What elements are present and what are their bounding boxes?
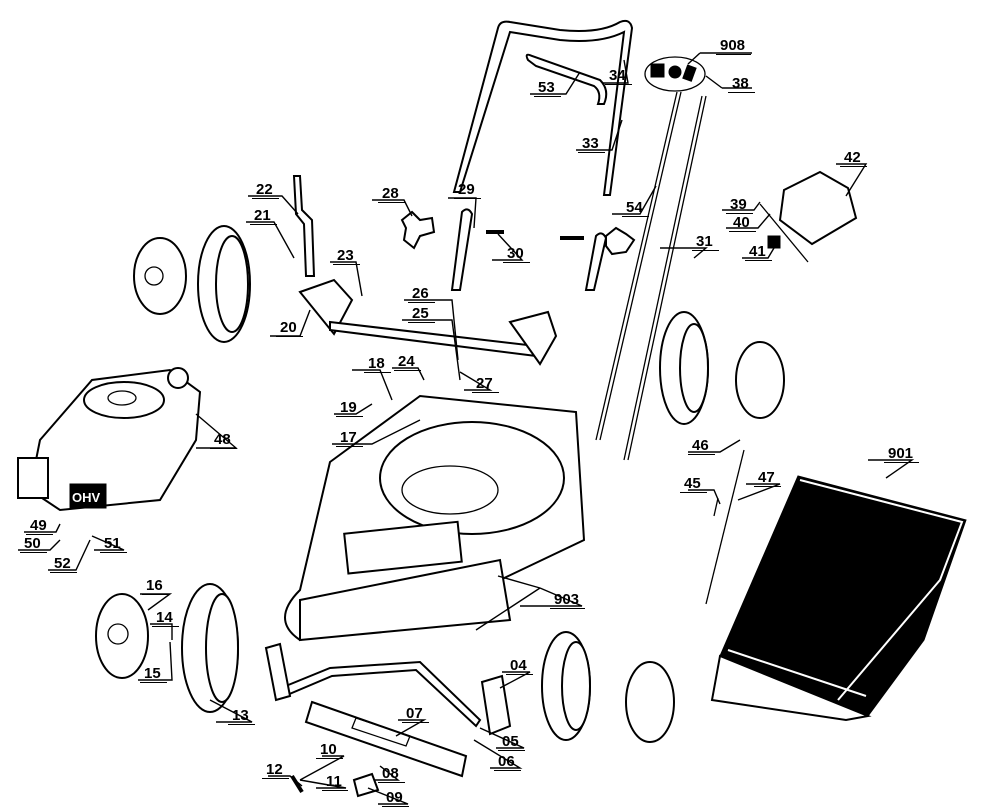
grass-catcher-901 xyxy=(710,475,967,722)
front-left-wheel-13 xyxy=(95,583,239,713)
part-label-09: 09 xyxy=(382,790,409,807)
part-label-41: 41 xyxy=(745,244,772,261)
part-label-33: 33 xyxy=(578,136,605,153)
part-label-53: 53 xyxy=(534,80,561,97)
axle-plate-04 xyxy=(480,674,512,736)
part-label-40: 40 xyxy=(729,215,756,232)
part-label-46: 46 xyxy=(688,438,715,455)
part-label-17: 17 xyxy=(336,430,363,447)
part-label-10: 10 xyxy=(316,742,343,759)
part-label-48: 48 xyxy=(210,432,237,449)
part-label-20: 20 xyxy=(276,320,303,337)
part-label-15: 15 xyxy=(140,666,167,683)
part-label-30: 30 xyxy=(503,246,530,263)
knob-28 xyxy=(400,210,436,250)
front-right-wheel xyxy=(541,631,675,743)
part-label-26: 26 xyxy=(408,286,435,303)
part-label-52: 52 xyxy=(50,556,77,573)
lower-handle-left-29 xyxy=(450,208,474,291)
part-label-28: 28 xyxy=(378,186,405,203)
part-label-05: 05 xyxy=(498,734,525,751)
control-cluster-908 xyxy=(644,56,706,92)
knob-right xyxy=(605,226,636,256)
cable-bow-53 xyxy=(525,53,608,105)
part-label-45: 45 xyxy=(680,476,707,493)
part-label-07: 07 xyxy=(402,706,429,723)
part-label-04: 04 xyxy=(506,658,533,675)
part-label-18: 18 xyxy=(364,356,391,373)
rear-right-wheel xyxy=(659,311,785,425)
part-label-16: 16 xyxy=(142,578,169,595)
cable-54 xyxy=(595,91,682,441)
part-label-51: 51 xyxy=(100,536,127,553)
part-label-14: 14 xyxy=(152,610,179,627)
part-label-08: 08 xyxy=(378,766,405,783)
part-label-27: 27 xyxy=(472,376,499,393)
engine-badge: OHV xyxy=(72,490,101,505)
axle-plate-left xyxy=(264,642,292,702)
part-label-31: 31 xyxy=(692,234,719,251)
part-label-11: 11 xyxy=(322,774,348,791)
engine-48 xyxy=(17,367,202,512)
part-label-22: 22 xyxy=(252,182,279,199)
cable-31 xyxy=(623,95,707,461)
axle-plate-20 xyxy=(298,278,354,336)
part-label-901: 901 xyxy=(884,446,920,463)
height-lever-22 xyxy=(292,175,316,277)
part-label-34: 34 xyxy=(605,68,632,85)
part-label-42: 42 xyxy=(840,150,867,167)
part-label-908: 908 xyxy=(716,38,752,55)
part-label-39: 39 xyxy=(726,197,753,214)
part-label-06: 06 xyxy=(494,754,521,771)
part-label-47: 47 xyxy=(754,470,781,487)
blade-adapter-09 xyxy=(352,772,380,798)
part-label-23: 23 xyxy=(333,248,360,265)
part-label-19: 19 xyxy=(336,400,363,417)
pin-45 xyxy=(713,497,719,517)
upper-handle xyxy=(452,19,634,196)
rear-left-wheel xyxy=(133,225,251,343)
part-label-13: 13 xyxy=(228,708,255,725)
part-label-12: 12 xyxy=(262,762,289,779)
front-axle xyxy=(274,660,482,728)
part-label-24: 24 xyxy=(394,354,421,371)
part-label-54: 54 xyxy=(622,200,649,217)
part-label-49: 49 xyxy=(26,518,53,535)
part-label-25: 25 xyxy=(408,306,435,323)
rod-47 xyxy=(705,449,745,605)
rod-40 xyxy=(759,203,809,263)
part-label-50: 50 xyxy=(20,536,47,553)
part-label-38: 38 xyxy=(728,76,755,93)
part-label-21: 21 xyxy=(250,208,277,225)
lower-handle-right xyxy=(584,232,608,291)
rear-flap-42 xyxy=(778,170,858,246)
rear-axle xyxy=(329,320,537,358)
part-label-29: 29 xyxy=(454,182,481,199)
axle-plate-right xyxy=(508,310,558,366)
part-label-903: 903 xyxy=(550,592,586,609)
mower-deck-17 xyxy=(284,394,586,642)
